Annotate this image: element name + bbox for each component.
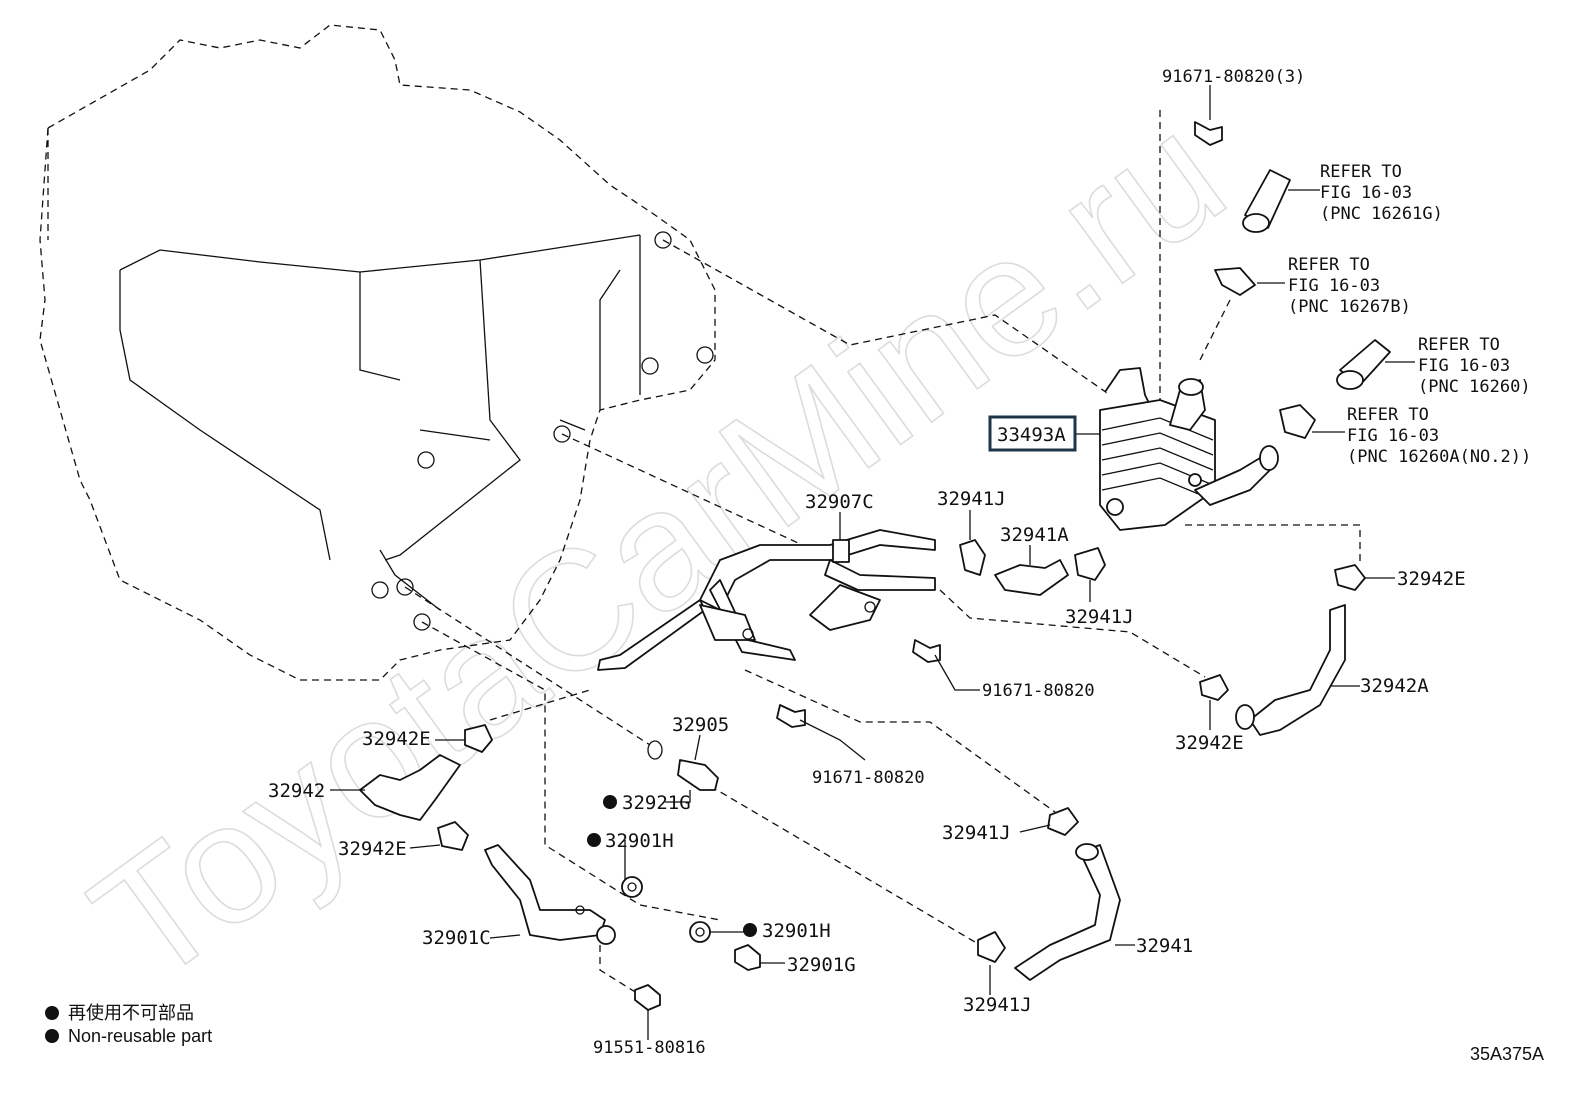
bolt-mid-icon [912,639,941,663]
label-clamp-32942e-lower[interactable]: 32942E [1175,732,1244,754]
refer-note-2-line1[interactable]: REFER TO [1288,255,1370,275]
gasket-32901h-a-icon [621,876,643,898]
watermark-text: ToyotaCarMine.ru [60,78,1257,1020]
label-clamp-32941j-d[interactable]: 32941J [963,994,1032,1016]
oil-cooler [1099,367,1279,531]
bolt-bottom-icon [634,984,661,1011]
legend-text-en: Non-reusable part [68,1026,212,1046]
label-clamp-32942e-left2[interactable]: 32942E [338,838,407,860]
label-clamp-32941j-b[interactable]: 32941J [1065,606,1134,628]
label-plug-32905[interactable]: 32905 [672,714,729,736]
label-bolt-low[interactable]: 91671-80820 [812,768,925,788]
pipe-32901c [484,844,606,941]
clamp-32942e-lower [1199,674,1229,701]
pipe-assembly-32907c [597,529,936,671]
bolt-top-icon [1194,121,1223,146]
label-clamp-32942e-right[interactable]: 32942E [1397,568,1466,590]
refer-note-4-line3[interactable]: (PNC 16260A(NO.2)) [1347,447,1531,467]
hose-32941 [1014,844,1121,981]
gasket-32901h-b-icon [689,921,711,943]
refer-hoses [1214,169,1415,439]
clamp-32941j-b [1074,547,1106,581]
label-hose-32942[interactable]: 32942 [268,780,325,802]
label-hose-32941a[interactable]: 32941A [1000,524,1069,546]
non-reusable-dot [603,795,617,809]
label-bolt-bottom[interactable]: 91551-80816 [593,1038,706,1058]
clamp-32941j-a [959,539,986,576]
bolt-low-icon [776,704,806,728]
label-bolt-top[interactable]: 91671-80820(3) [1162,67,1305,87]
label-pipe-32901c[interactable]: 32901C [422,927,491,949]
label-bolt-32901g[interactable]: 32901G [787,954,856,976]
legend-dot-en [45,1029,59,1043]
label-oil-cooler-33493a[interactable]: 33493A [997,424,1066,446]
bolt-32901g-icon [734,944,761,971]
clamp-32941j-c [1047,807,1079,836]
label-leaders [330,85,1395,1040]
transaxle-housing [39,24,716,681]
non-reusable-dot [587,833,601,847]
label-pipe-32907c[interactable]: 32907C [805,491,874,513]
clamp-32942e-right [1334,564,1366,591]
plug-32905-icon [677,759,719,791]
plug-and-gaskets [621,740,719,943]
label-gasket-32901h-a[interactable]: 32901H [605,830,674,852]
hose-32941a [994,559,1069,596]
refer-note-3-line2[interactable]: FIG 16-03 [1418,356,1510,376]
label-clamp-32941j-a[interactable]: 32941J [937,488,1006,510]
refer-note-2-line3[interactable]: (PNC 16267B) [1288,297,1411,317]
label-bolt-mid[interactable]: 91671-80820 [982,681,1095,701]
legend-text-jp: 再使用不可部品 [68,1003,194,1023]
refer-note-1-line1[interactable]: REFER TO [1320,162,1402,182]
label-gasket-32921g[interactable]: 32921G [622,792,691,814]
o-ring-32921g-icon [647,740,663,760]
non-reusable-dot [743,923,757,937]
clamps-and-hoses [959,539,1366,981]
hose-32942 [359,754,461,821]
hose-32942a [1249,604,1346,736]
refer-note-3-line3[interactable]: (PNC 16260) [1418,377,1531,397]
clamp-32942e-left2 [437,821,469,851]
refer-note-3-line1[interactable]: REFER TO [1418,335,1500,355]
clamp-32941j-d [977,931,1006,963]
highlighted-part-33493a[interactable]: 33493A [988,415,1077,452]
part-labels: 91671-80820(3) 32907C 32941J 32941A 3294… [268,67,1466,1058]
bolts [634,121,1223,1011]
refer-notes: REFER TO FIG 16-03 (PNC 16261G) REFER TO… [1288,162,1531,467]
refer-note-4-line2[interactable]: FIG 16-03 [1347,426,1439,446]
figure-code: 35A375A [1470,1044,1544,1064]
label-hose-32941[interactable]: 32941 [1136,935,1193,957]
label-gasket-32901h-b[interactable]: 32901H [762,920,831,942]
legend: 再使用不可部品 Non-reusable part [45,1003,212,1046]
lower-left-assembly [359,724,616,945]
clamp-32942e-left [464,724,493,753]
label-hose-32942a[interactable]: 32942A [1360,675,1429,697]
legend-dot-jp [45,1006,59,1020]
refer-note-1-line2[interactable]: FIG 16-03 [1320,183,1412,203]
refer-note-1-line3[interactable]: (PNC 16261G) [1320,204,1443,224]
label-clamp-32942e-left[interactable]: 32942E [362,728,431,750]
refer-note-4-line1[interactable]: REFER TO [1347,405,1429,425]
refer-note-2-line2[interactable]: FIG 16-03 [1288,276,1380,296]
dashed-leader-lines [404,110,1361,996]
label-clamp-32941j-c[interactable]: 32941J [942,822,1011,844]
